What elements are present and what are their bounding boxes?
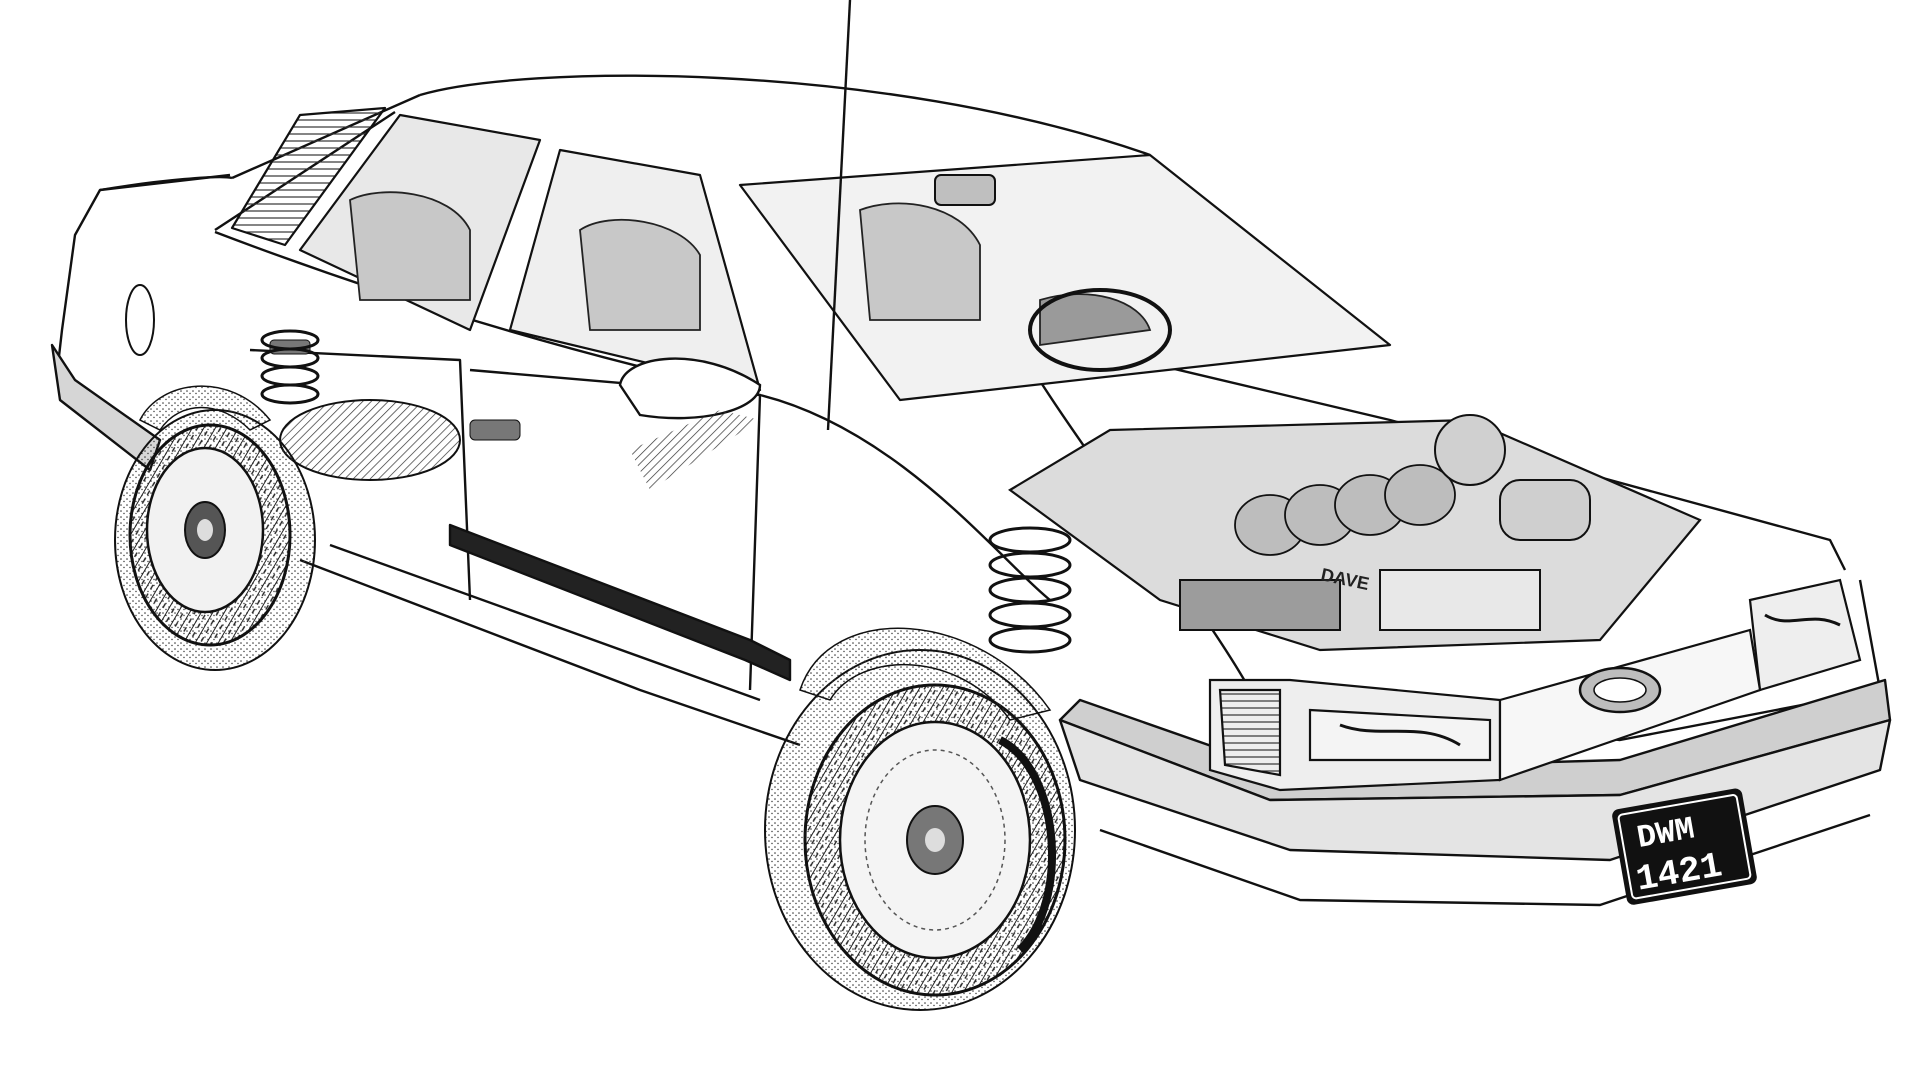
rear-coil-spring [260, 329, 320, 405]
front-coil-spring [988, 526, 1072, 654]
license-plate: DWM 1421 [1612, 788, 1757, 905]
side-mirror [618, 357, 762, 420]
spare-tire [279, 399, 461, 481]
rear-view-mirror [934, 174, 996, 206]
rear-wheel-arch [138, 385, 272, 431]
engine-bay: DAVE [1008, 414, 1702, 652]
fuel-door [125, 284, 155, 356]
steering-wheel [1028, 288, 1172, 372]
front-door-handle [469, 419, 521, 441]
door-shadow-hatch [630, 410, 760, 490]
oval-logo-inner [1593, 677, 1647, 703]
rear-wheel [114, 409, 316, 671]
front-wheel [764, 649, 1076, 1011]
front-wheel-arch [799, 627, 1052, 721]
interior-seats [349, 191, 1152, 347]
antenna [826, 0, 852, 431]
